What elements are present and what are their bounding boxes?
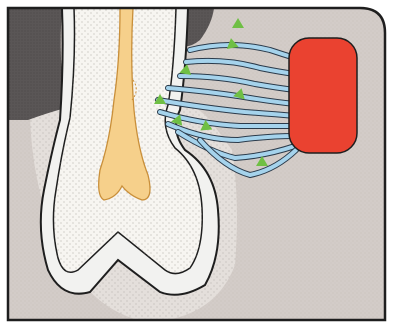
tissue-block (289, 38, 357, 153)
